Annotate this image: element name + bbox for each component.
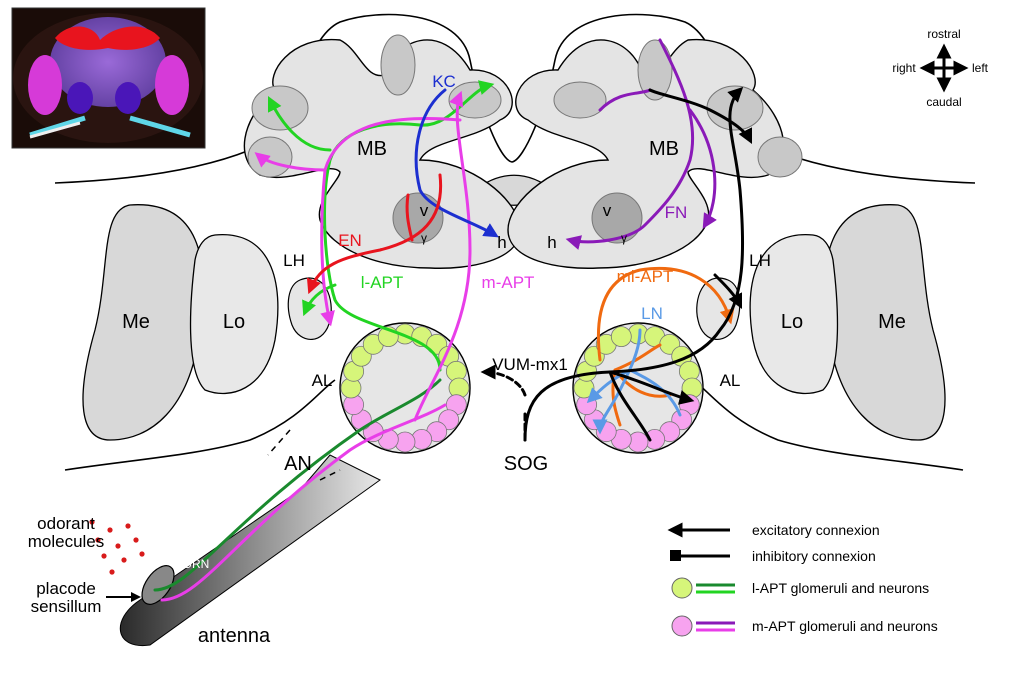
label-lh-left: LH xyxy=(283,251,305,270)
label-v-left: v xyxy=(420,201,429,220)
m-apt-branch-lh xyxy=(320,168,335,327)
calyces-right xyxy=(553,39,803,244)
placode-sensillum xyxy=(141,565,175,605)
ml-apt-tract xyxy=(596,266,735,362)
label-lo-right: Lo xyxy=(781,311,803,333)
label-gamma-right: γ xyxy=(621,231,627,245)
label-al-left: AL xyxy=(312,371,333,390)
fn-neuron xyxy=(565,38,695,250)
odorant-dot xyxy=(115,543,121,549)
orn-path-magenta xyxy=(160,403,447,602)
orn-path-green xyxy=(153,378,442,592)
en-neuron xyxy=(306,173,443,295)
odorant-dot xyxy=(95,537,101,543)
label-h-left: h xyxy=(497,233,506,252)
fn-branch xyxy=(688,108,717,229)
orientation-compass xyxy=(919,43,969,93)
legend-excitatory-label: excitatory connexion xyxy=(752,522,880,538)
compass-left: left xyxy=(972,61,989,75)
legend-l-apt-glomerulus xyxy=(671,577,693,599)
ln-neuron xyxy=(592,328,642,435)
label-antenna: antenna xyxy=(198,625,271,647)
odorant-dot xyxy=(107,527,113,533)
antenna-shaft xyxy=(119,454,381,647)
vum-mx1-dashed xyxy=(485,372,527,442)
label-v-right: v xyxy=(603,201,612,220)
vum-branch-al xyxy=(608,370,690,442)
label-lh-right: LH xyxy=(749,251,771,270)
antenna-nerve-dashes xyxy=(267,429,341,481)
label-gamma-left: γ xyxy=(421,231,427,245)
label-al-right: AL xyxy=(720,371,741,390)
label-h-right: h xyxy=(547,233,556,252)
vum-branch-mb xyxy=(648,88,750,140)
label-vum-mx1: VUM-mx1 xyxy=(492,355,568,374)
vum-branch-lh xyxy=(713,273,743,310)
fn-branch-2 xyxy=(598,88,652,112)
kc-neuron xyxy=(414,88,499,238)
legend-m-apt-label: m-APT glomeruli and neurons xyxy=(752,618,938,634)
legend-inhibitory-label: inhibitory connexion xyxy=(752,548,876,564)
label-l-apt: l-APT xyxy=(361,273,404,292)
odorant-molecules xyxy=(89,519,145,575)
m-apt-tract xyxy=(413,90,472,422)
lobula-right xyxy=(749,234,839,395)
antennal-lobe-left xyxy=(339,322,471,454)
label-lo-left: Lo xyxy=(223,311,245,333)
label-placode-1: placode xyxy=(36,579,96,598)
label-ml-apt: ml-APT xyxy=(617,267,674,286)
label-orn: ORN xyxy=(183,557,210,571)
l-apt-branch-calyx xyxy=(267,95,332,152)
l-apt-branch-lh xyxy=(302,283,337,317)
al-right-glomerulus xyxy=(610,326,632,348)
label-sog: SOG xyxy=(504,453,548,475)
odorant-dot xyxy=(133,537,139,543)
neuron-paths xyxy=(153,38,750,602)
odorant-dot xyxy=(125,523,131,529)
lobula-left xyxy=(189,234,279,395)
label-kc: KC xyxy=(432,72,456,91)
label-placode-2: sensillum xyxy=(31,597,102,616)
legend-inhibitory-square xyxy=(670,550,681,561)
label-fn: FN xyxy=(665,203,688,222)
label-an: AN xyxy=(284,453,312,475)
vum-mx1-neuron xyxy=(523,86,745,442)
brain-photo-inset xyxy=(11,7,206,149)
legend-m-apt-glomerulus xyxy=(671,615,693,637)
label-m-apt: m-APT xyxy=(482,273,535,292)
odorant-dot xyxy=(89,519,95,525)
en-neuron-branch xyxy=(405,193,414,242)
head-lower-outline xyxy=(64,379,964,471)
m-apt-branch-calyx xyxy=(254,117,462,172)
label-me-left: Me xyxy=(122,311,150,333)
odorant-dot xyxy=(139,551,145,557)
label-en: EN xyxy=(338,231,362,250)
label-mb-left: MB xyxy=(357,138,387,160)
label-mb-right: MB xyxy=(649,138,679,160)
legend-l-apt-label: l-APT glomeruli and neurons xyxy=(752,580,929,596)
odorant-dot xyxy=(121,557,127,563)
compass-right: right xyxy=(892,61,916,75)
odorant-dot xyxy=(109,569,115,575)
label-me-right: Me xyxy=(878,311,906,333)
label-odorant-2: molecules xyxy=(28,532,105,551)
label-odorant-1: odorant xyxy=(37,514,95,533)
odorant-dot xyxy=(101,553,107,559)
legend: excitatory connexion inhibitory connexio… xyxy=(667,522,938,637)
label-ln: LN xyxy=(641,304,663,323)
compass-caudal: caudal xyxy=(926,95,961,109)
compass-rostral: rostral xyxy=(927,27,960,41)
l-apt-tract xyxy=(323,80,495,372)
